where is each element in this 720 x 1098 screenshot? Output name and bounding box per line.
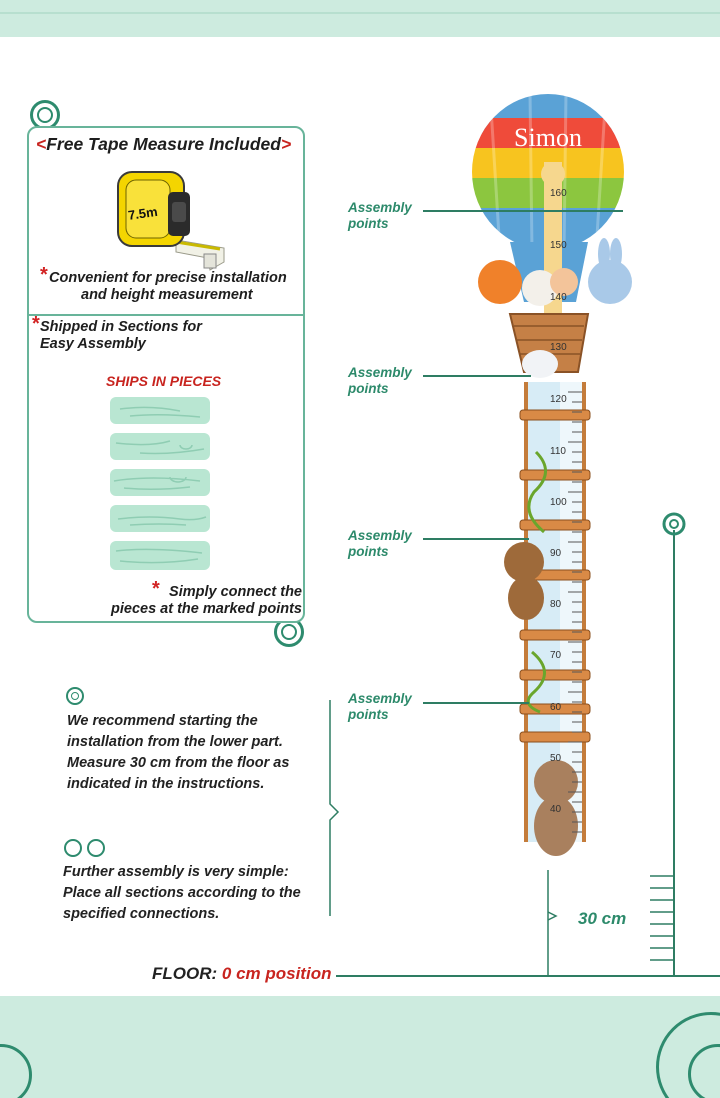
plank-2 bbox=[110, 433, 210, 460]
tape-note-line1: Convenient for precise installation bbox=[49, 270, 287, 286]
ship-note: * Shipped in Sections for Easy Assembly bbox=[32, 313, 202, 352]
tape-note-line2: and height measurement bbox=[81, 286, 253, 303]
child-name-text: Simon bbox=[514, 123, 582, 152]
assembly-line-3 bbox=[423, 538, 529, 540]
connect-note-line1: Simply connect the bbox=[169, 584, 302, 600]
decor-ring-panel-bottom-inner bbox=[281, 624, 297, 640]
floor-label: FLOOR: 0 cm position bbox=[152, 964, 331, 984]
step-one-line: We recommend starting the bbox=[67, 713, 258, 729]
tape-title-text: Free Tape Measure Included bbox=[46, 134, 281, 154]
assembly-label-line1: Assembly bbox=[348, 365, 412, 380]
step-one-text: We recommend starting the installation f… bbox=[67, 711, 289, 795]
step-one-line: installation from the lower part. bbox=[67, 734, 283, 750]
assembly-point-label-1: Assembly points bbox=[348, 200, 412, 232]
tick-label: 90 bbox=[550, 548, 562, 559]
top-band bbox=[0, 0, 720, 37]
tick-label: 100 bbox=[550, 497, 567, 508]
plank-5 bbox=[110, 541, 210, 570]
bottom-band bbox=[0, 996, 720, 1098]
plank-4 bbox=[110, 505, 210, 532]
tape-measure-icon: 7.5m bbox=[117, 171, 225, 271]
step-one-marker-inner bbox=[71, 692, 79, 700]
step-two-line: Place all sections according to the bbox=[63, 885, 301, 901]
assembly-label-line1: Assembly bbox=[348, 200, 412, 215]
plank-3 bbox=[110, 469, 210, 496]
assembly-label-line2: points bbox=[348, 707, 389, 723]
plank-1 bbox=[110, 397, 210, 424]
decor-ring-panel-top-inner bbox=[37, 107, 53, 123]
ship-note-line1: Shipped in Sections for bbox=[40, 319, 202, 335]
decor-ring-bottom-left bbox=[0, 1044, 32, 1098]
tick-label: 150 bbox=[550, 240, 567, 251]
step-one-line: indicated in the instructions. bbox=[67, 776, 265, 792]
height-chart-illustration: Simon bbox=[472, 94, 632, 856]
tick-label: 110 bbox=[550, 446, 566, 457]
step-one-marker-icon bbox=[66, 687, 84, 705]
instruction-bracket bbox=[329, 700, 340, 916]
step-two-text: Further assembly is very simple: Place a… bbox=[63, 862, 301, 925]
connect-note-line2: pieces at the marked points bbox=[111, 600, 302, 617]
tick-label: 40 bbox=[550, 804, 562, 815]
panel-divider bbox=[29, 314, 303, 316]
tick-label: 130 bbox=[550, 342, 567, 353]
tick-label: 70 bbox=[550, 650, 562, 661]
assembly-label-line2: points bbox=[348, 216, 389, 232]
floor-label-value: 0 cm position bbox=[221, 964, 332, 983]
assembly-label-line2: points bbox=[348, 544, 389, 560]
asterisk-icon: * bbox=[152, 578, 160, 600]
ships-in-pieces-label: SHIPS IN PIECES bbox=[106, 373, 222, 389]
ship-note-line2: Easy Assembly bbox=[40, 335, 146, 352]
assembly-point-label-2: Assembly points bbox=[348, 365, 412, 397]
assembly-line-1 bbox=[423, 210, 623, 212]
connect-note: * Simply connect the pieces at the marke… bbox=[106, 578, 302, 617]
step-two-marker-icon-a bbox=[64, 839, 82, 857]
tape-title: <Free Tape Measure Included> bbox=[36, 134, 291, 154]
assembly-label-line1: Assembly bbox=[348, 691, 412, 706]
tick-label: 120 bbox=[550, 394, 567, 405]
floor-label-prefix: FLOOR: bbox=[152, 964, 218, 983]
asterisk-icon: * bbox=[40, 264, 48, 286]
asterisk-icon: * bbox=[32, 313, 40, 335]
assembly-point-label-3: Assembly points bbox=[348, 528, 412, 560]
tick-label: 50 bbox=[550, 753, 562, 764]
tick-label: 160 bbox=[550, 188, 567, 199]
assembly-point-label-4: Assembly points bbox=[348, 691, 412, 723]
tape-title-left-bracket: < bbox=[36, 134, 47, 154]
assembly-line-4 bbox=[423, 702, 529, 704]
assembly-label-line2: points bbox=[348, 381, 389, 397]
tape-note: * Convenient for precise installation an… bbox=[40, 264, 294, 303]
tick-label: 140 bbox=[550, 292, 567, 303]
step-two-line: Further assembly is very simple: bbox=[63, 864, 289, 880]
tick-label: 60 bbox=[550, 702, 562, 713]
assembly-line-2 bbox=[423, 375, 531, 377]
tape-brand-text: 7.5m bbox=[127, 204, 158, 223]
measurement-lines bbox=[336, 512, 720, 977]
tick-label: 80 bbox=[550, 599, 562, 610]
step-one-line: Measure 30 cm from the floor as bbox=[67, 755, 290, 771]
step-two-line: specified connections. bbox=[63, 906, 220, 922]
assembly-label-line1: Assembly bbox=[348, 528, 412, 543]
tape-title-right-bracket: > bbox=[280, 134, 292, 154]
step-two-marker-icon-b bbox=[87, 839, 105, 857]
offset-30cm-label: 30 cm bbox=[578, 909, 627, 928]
